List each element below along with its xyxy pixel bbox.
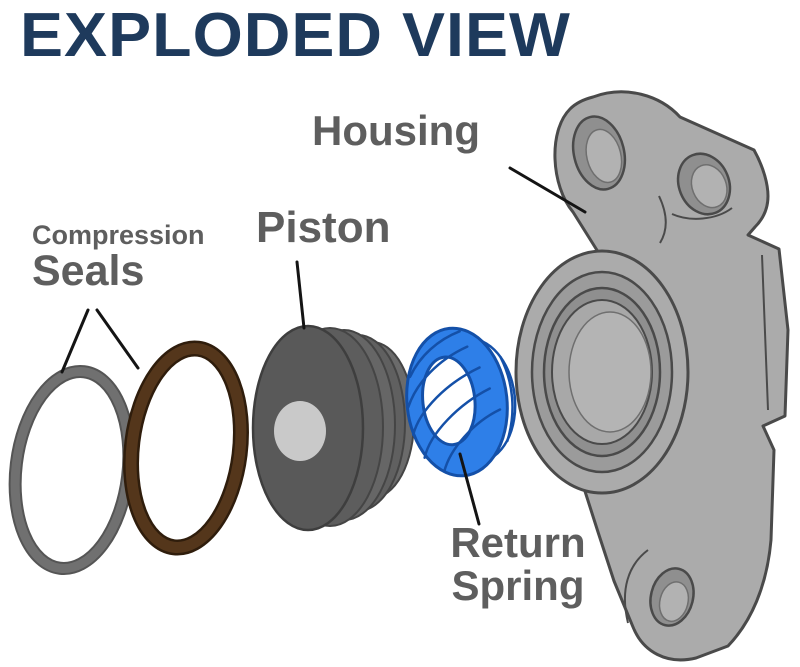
return-spring-graphic (405, 326, 517, 478)
seal-gray-ring (8, 365, 136, 575)
seal-brown-ring (123, 340, 249, 556)
label-piston: Piston (256, 203, 391, 252)
leader-line-housing (508, 166, 587, 214)
label-return-spring: Return Spring (430, 519, 606, 609)
leader-line-seal-brown (95, 308, 140, 370)
piston-center-highlight (274, 401, 326, 461)
label-housing: Housing (312, 107, 480, 154)
housing-ridge-lines (624, 195, 769, 624)
leader-line-seal-gray (60, 308, 90, 374)
housing-bottom-hole (649, 567, 695, 627)
housing-top-left-hole (571, 115, 627, 191)
label-return-line1: Return (450, 519, 586, 566)
housing-top-right-hole (676, 152, 732, 216)
piston-graphic (251, 324, 415, 532)
label-compression-seals: Compression Seals (32, 220, 205, 295)
housing-graphic (514, 90, 790, 662)
leader-line-piston (295, 260, 306, 330)
bore-depth (568, 311, 652, 433)
label-compression-line1: Compression (32, 220, 205, 250)
page-title: EXPLODED VIEW (20, 1, 571, 70)
label-compression-line2: Seals (32, 246, 145, 295)
spring-coil-lines (407, 330, 514, 473)
leader-line-spring (458, 452, 481, 526)
label-return-line2: Spring (451, 561, 585, 609)
